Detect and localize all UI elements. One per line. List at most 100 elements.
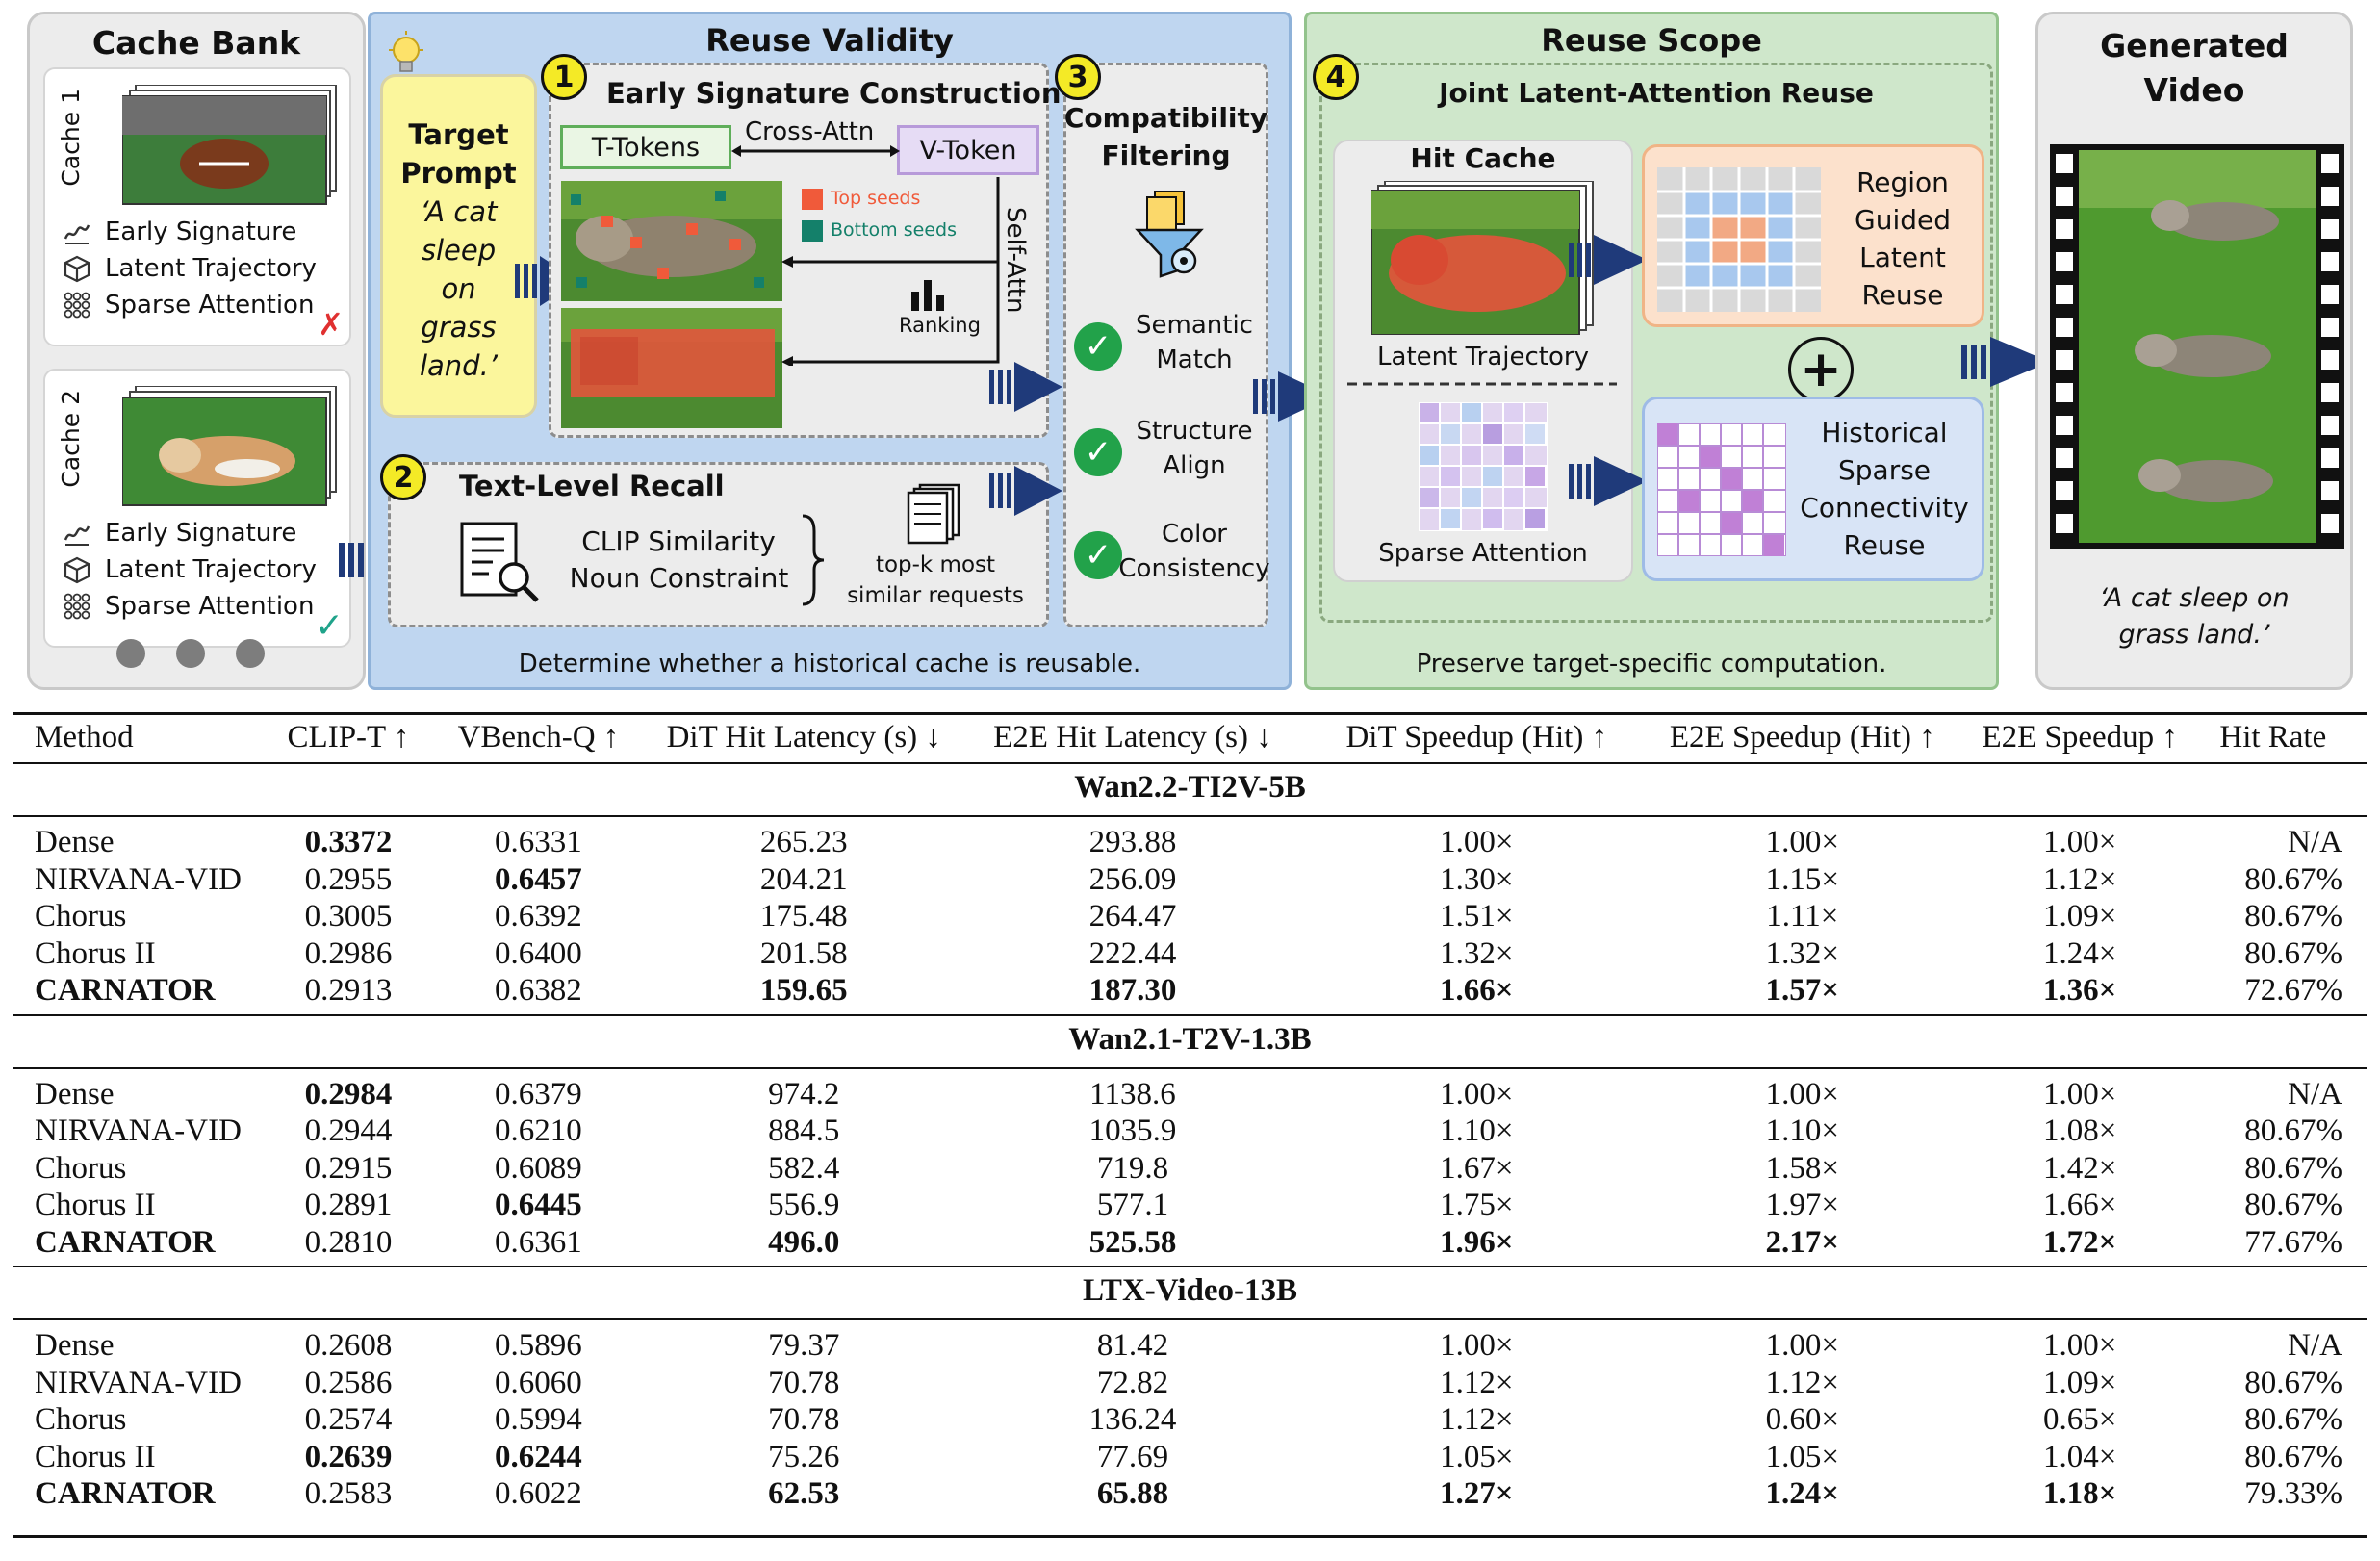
- compatibility-title-2: Filtering: [1101, 140, 1231, 171]
- value-cell: 79.37: [768, 1328, 840, 1363]
- generated-title-line: Generated: [2100, 27, 2289, 64]
- value-cell: 0.2639: [304, 1439, 393, 1474]
- reuse-scope-caption: Preserve target-specific computation.: [1416, 650, 1887, 678]
- value-cell: 81.42: [1096, 1328, 1169, 1363]
- cube-icon: [64, 255, 90, 283]
- value-cell: 1138.6: [1089, 1076, 1176, 1112]
- value-cell: 77.69: [1096, 1439, 1169, 1474]
- value-cell: 0.6400: [495, 935, 582, 971]
- value-cell: 159.65: [759, 973, 848, 1008]
- accept-check-icon: ✓: [314, 606, 344, 646]
- value-cell: 1.12×: [2043, 861, 2117, 897]
- documents-stack-icon: [907, 483, 960, 545]
- method-cell: NIRVANA-VID: [35, 861, 242, 897]
- cache-line-sparse: Sparse Attention: [63, 291, 314, 320]
- value-cell: 1.66×: [1440, 973, 1514, 1008]
- value-cell: 62.53: [768, 1476, 840, 1511]
- value-cell: 1.24×: [1765, 1476, 1840, 1511]
- sparse-attention-label: Sparse Attention: [1378, 539, 1588, 568]
- target-prompt-line: ‘A cat: [420, 195, 498, 228]
- value-cell: 1.15×: [1765, 861, 1839, 897]
- value-cell: 265.23: [759, 825, 848, 859]
- table-header-rule: [13, 762, 2367, 764]
- method-cell: NIRVANA-VID: [35, 1365, 242, 1400]
- target-prompt-line: grass: [421, 311, 497, 344]
- value-cell: 0.6445: [495, 1188, 582, 1222]
- cube-icon: [64, 556, 90, 584]
- value-cell: 1.05×: [1440, 1439, 1514, 1474]
- column-header: VBench-Q ↑: [457, 720, 620, 755]
- region-reuse-line: Reuse: [1861, 279, 1944, 311]
- value-cell: 1.27×: [1440, 1476, 1514, 1511]
- value-cell: 1.30×: [1440, 861, 1514, 897]
- table-bottom-rule: [13, 1535, 2367, 1538]
- value-cell: 0.6244: [495, 1439, 582, 1474]
- value-cell: 80.67%: [2244, 1150, 2342, 1186]
- target-prompt-line: land.’: [419, 349, 499, 382]
- value-cell: 0.2574: [304, 1402, 393, 1437]
- cache-bank-title: Cache Bank: [91, 24, 301, 62]
- early-signature-title: Early Signature Construction: [606, 77, 1062, 110]
- column-header: Hit Rate: [2219, 720, 2327, 755]
- method-cell: CARNATOR: [35, 1224, 216, 1260]
- signature-icon: [64, 525, 90, 546]
- value-cell: 0.2810: [304, 1224, 393, 1260]
- value-cell: 0.2915: [304, 1150, 393, 1186]
- group-rule: [13, 815, 2367, 817]
- value-cell: 1.32×: [1765, 935, 1839, 971]
- value-cell: 70.78: [768, 1365, 840, 1400]
- value-cell: 577.1: [1096, 1188, 1169, 1222]
- value-cell: 1.00×: [1765, 1076, 1839, 1112]
- cache-tag: Cache 2: [57, 390, 85, 488]
- step-badge-3: 3: [1055, 54, 1101, 100]
- region-reuse-line: Guided: [1855, 204, 1951, 236]
- value-cell: 0.65×: [2043, 1402, 2117, 1437]
- arrow-scope-to-video-icon: [1961, 337, 2050, 387]
- generated-caption-line: grass land.’: [2118, 620, 2270, 650]
- value-cell: 1.12×: [1765, 1365, 1839, 1400]
- sparse-reuse-label: Historical Sparse Connectivity Reuse: [1788, 414, 1981, 564]
- value-cell: 293.88: [1088, 825, 1177, 859]
- check-label-line: Consistency: [1118, 554, 1270, 583]
- check-icon: ✓: [1074, 531, 1122, 579]
- value-cell: 1.32×: [1440, 935, 1514, 971]
- column-header: DiT Hit Latency (s) ↓: [666, 720, 941, 755]
- check-label-line: Align: [1163, 451, 1226, 480]
- step-badge-1: 1: [541, 54, 587, 100]
- value-cell: 75.26: [768, 1439, 840, 1474]
- value-cell: 1.00×: [2043, 825, 2117, 859]
- value-cell: 0.6022: [495, 1476, 582, 1511]
- target-prompt-box: Target Prompt ‘A cat sleep on grass land…: [380, 74, 537, 418]
- value-cell: 1.00×: [1440, 1328, 1514, 1363]
- arrow-signature-to-filter-icon: [989, 362, 1062, 412]
- value-cell: 80.67%: [2244, 1113, 2342, 1148]
- value-cell: 65.88: [1096, 1476, 1169, 1511]
- value-cell: 0.2608: [304, 1328, 393, 1363]
- value-cell: 582.4: [768, 1150, 840, 1186]
- check-label-line: Semantic: [1136, 311, 1253, 340]
- value-cell: 0.2944: [304, 1113, 393, 1148]
- region-reuse-line: Latent: [1859, 242, 1946, 273]
- hit-cache-title: Hit Cache: [1410, 142, 1556, 174]
- value-cell: 0.6457: [495, 861, 582, 897]
- bottom-seeds-legend: Bottom seeds: [802, 219, 957, 242]
- value-cell: 1.10×: [1440, 1113, 1514, 1148]
- step-badge-4: 4: [1313, 54, 1359, 100]
- hit-cache-divider: [1347, 382, 1617, 386]
- value-cell: 1.12×: [1440, 1365, 1514, 1400]
- value-cell: 80.67%: [2244, 861, 2342, 897]
- value-cell: 187.30: [1088, 973, 1177, 1008]
- column-header: E2E Hit Latency (s) ↓: [993, 720, 1272, 755]
- cache-line-latent: Latent Trajectory: [63, 254, 317, 283]
- table-top-rule: [13, 712, 2367, 715]
- value-cell: 80.67%: [2244, 1365, 2342, 1400]
- cat-seed-image: [561, 181, 782, 301]
- value-cell: 0.3005: [304, 899, 393, 934]
- plus-circle-icon: +: [1788, 337, 1854, 402]
- filter-funnel-icon: [1135, 191, 1204, 278]
- value-cell: 1.67×: [1440, 1150, 1514, 1186]
- method-cell: Dense: [35, 1076, 115, 1112]
- value-cell: 974.2: [768, 1076, 840, 1112]
- method-cell: Chorus: [35, 1402, 127, 1437]
- value-cell: 0.6392: [495, 899, 582, 934]
